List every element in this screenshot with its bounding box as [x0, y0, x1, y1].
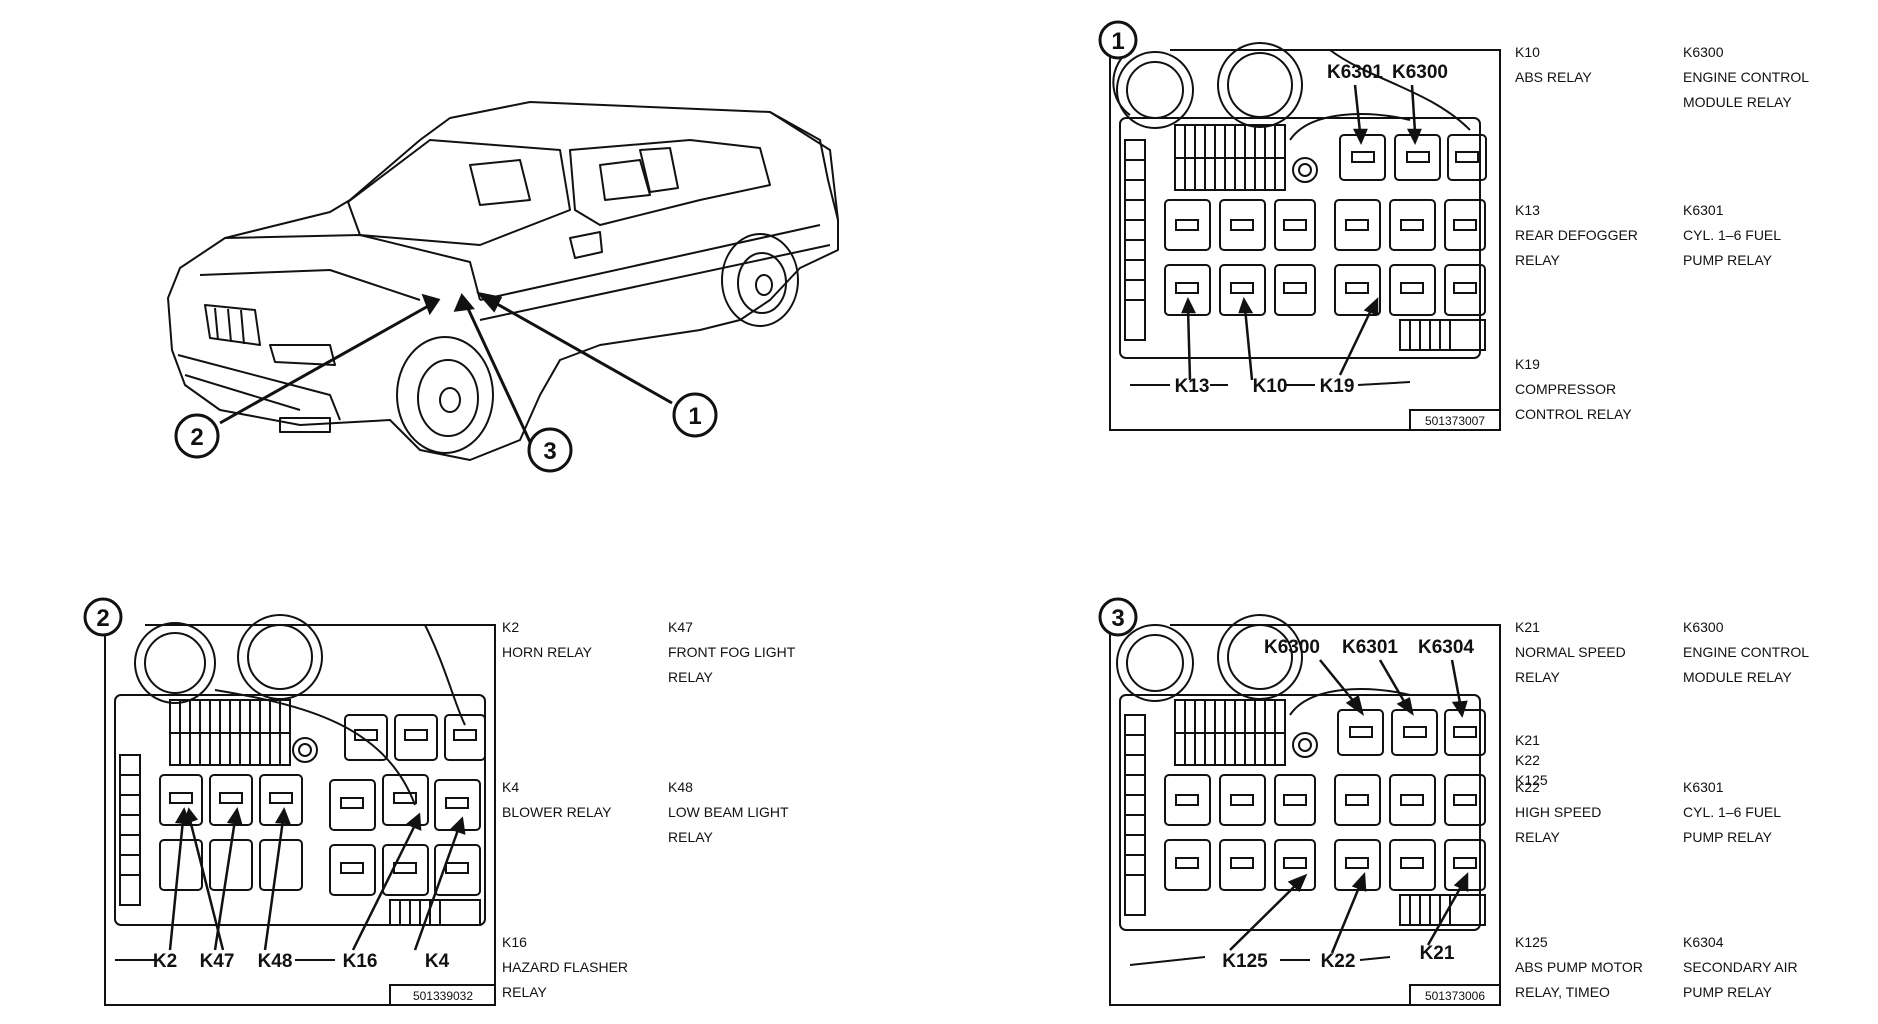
- panel-3: 3 K6300 K6301 K6304 K125 K22 K21 5013730…: [1098, 597, 1501, 1006]
- legend-desc: ABS RELAY: [1515, 69, 1592, 85]
- legend-key: K19: [1515, 356, 1540, 372]
- legend-desc: CYL. 1–6 FUEL PUMP RELAY: [1683, 227, 1782, 268]
- panel-2-label-k2: K2: [153, 951, 177, 972]
- legend-key: K6304: [1683, 934, 1724, 950]
- legend-key: K13: [1515, 202, 1540, 218]
- panel-3-legend-k125: K125 ABS PUMP MOTOR RELAY, TIMEO: [1515, 930, 1680, 1005]
- panel-3-label-k6301: K6301: [1342, 637, 1398, 658]
- panel-2-label-k48: K48: [258, 951, 293, 972]
- legend-key: K6301: [1683, 202, 1724, 218]
- legend-desc: SECONDARY AIR PUMP RELAY: [1683, 959, 1798, 1000]
- legend-desc: ENGINE CONTROL MODULE RELAY: [1683, 69, 1810, 110]
- panel-1-legend-k6300: K6300 ENGINE CONTROL MODULE RELAY: [1683, 40, 1873, 115]
- car-callout-2: 2: [174, 413, 220, 459]
- panel-1-legend-k6301: K6301 CYL. 1–6 FUEL PUMP RELAY: [1683, 198, 1873, 273]
- panel-1: 1 K6301 K6300 K13 K10 K19 501373007: [1098, 20, 1501, 431]
- panel-2-legend-k47: K47 FRONT FOG LIGHT RELAY: [668, 615, 858, 690]
- leader-1-arrowhead: [475, 291, 503, 313]
- panel-2-callout: 2: [96, 605, 109, 632]
- legend-desc: COMPRESSOR CONTROL RELAY: [1515, 381, 1632, 422]
- panel-2-legend-k2: K2 HORN RELAY: [502, 615, 662, 665]
- panel-1-code: 501373007: [1425, 414, 1485, 428]
- legend-key: K16: [502, 934, 527, 950]
- panel-2-label-k4: K4: [425, 951, 450, 972]
- legend-desc: ENGINE CONTROL MODULE RELAY: [1683, 644, 1810, 685]
- panel-3-label-k21: K21: [1420, 943, 1455, 964]
- legend-key: K125: [1515, 934, 1548, 950]
- panel-2: 2 K2 K47 K48 K16 K4 501339032: [83, 597, 496, 1006]
- legend-desc: FRONT FOG LIGHT RELAY: [668, 644, 796, 685]
- legend-desc: REAR DEFOGGER RELAY: [1515, 227, 1638, 268]
- panel-1-label-k6300: K6300: [1392, 62, 1448, 83]
- legend-key: K48: [668, 779, 693, 795]
- panel-2-code: 501339032: [413, 989, 473, 1003]
- legend-desc: CYL. 1–6 FUEL PUMP RELAY: [1683, 804, 1782, 845]
- panel-3-legend-k22: K22 HIGH SPEED RELAY: [1515, 775, 1680, 850]
- legend-key: K2: [502, 619, 520, 635]
- legend-desc: NORMAL SPEED RELAY: [1515, 644, 1626, 685]
- panel-1-label-k6301: K6301: [1327, 62, 1383, 83]
- panel-1-label-k19: K19: [1320, 376, 1355, 397]
- legend-desc: LOW BEAM LIGHT RELAY: [668, 804, 789, 845]
- car-callout-3: 3: [527, 427, 573, 473]
- legend-key-group: K21 K22 K125: [1515, 732, 1548, 788]
- car-illustration: [167, 101, 839, 461]
- panel-1-label-k13: K13: [1175, 376, 1210, 397]
- fins-left: [1124, 139, 1146, 341]
- panel-2-legend-k48: K48 LOW BEAM LIGHT RELAY: [668, 775, 858, 850]
- panel-3-callout: 3: [1111, 605, 1124, 632]
- panel-2-legend-k4: K4 BLOWER RELAY: [502, 775, 662, 825]
- panel-3-legend-group: K21 K22 K125: [1515, 710, 1675, 810]
- legend-desc: BLOWER RELAY: [502, 804, 612, 820]
- callout-2-label: 2: [190, 424, 203, 451]
- legend-desc: HAZARD FLASHER RELAY: [502, 959, 629, 1000]
- panel-2-label-k16: K16: [343, 951, 378, 972]
- legend-key: K6300: [1683, 44, 1724, 60]
- legend-key: K6301: [1683, 779, 1724, 795]
- car-leader-lines: [219, 291, 673, 443]
- legend-key: K10: [1515, 44, 1540, 60]
- panel-1-callout: 1: [1111, 28, 1124, 55]
- legend-key: K4: [502, 779, 520, 795]
- leader-2: [219, 303, 431, 425]
- car-callout-1: 1: [672, 392, 718, 438]
- legend-desc: HIGH SPEED RELAY: [1515, 804, 1602, 845]
- panel-3-legend-k21: K21 NORMAL SPEED RELAY: [1515, 615, 1680, 690]
- panel-3-legend-k6304: K6304 SECONDARY AIR PUMP RELAY: [1683, 930, 1873, 1005]
- panel-3-label-k6300: K6300: [1264, 637, 1320, 658]
- leader-1: [489, 298, 673, 405]
- leader-3-arrowhead: [453, 293, 475, 312]
- panel-2-legend-k16: K16 HAZARD FLASHER RELAY: [502, 930, 672, 1005]
- panel-3-legend-k6300: K6300 ENGINE CONTROL MODULE RELAY: [1683, 615, 1873, 690]
- callout-3-label: 3: [543, 438, 556, 465]
- callout-1-label: 1: [688, 403, 701, 430]
- legend-desc: HORN RELAY: [502, 644, 592, 660]
- panel-2-label-k47: K47: [200, 951, 235, 972]
- leader-2-arrowhead: [421, 293, 441, 316]
- panel-1-legend-k10: K10 ABS RELAY: [1515, 40, 1675, 90]
- legend-key: K22: [1515, 779, 1540, 795]
- panel-1-label-k10: K10: [1253, 376, 1288, 397]
- legend-key: K6300: [1683, 619, 1724, 635]
- panel-1-legend-k13: K13 REAR DEFOGGER RELAY: [1515, 198, 1680, 273]
- panel-3-label-k125: K125: [1222, 951, 1268, 972]
- panel-3-legend-k6301: K6301 CYL. 1–6 FUEL PUMP RELAY: [1683, 775, 1873, 850]
- panel-3-code: 501373006: [1425, 989, 1485, 1003]
- leader-3: [463, 301, 532, 443]
- legend-key: K21: [1515, 619, 1540, 635]
- panel-3-label-k22: K22: [1321, 951, 1356, 972]
- panel-1-legend-k19: K19 COMPRESSOR CONTROL RELAY: [1515, 352, 1680, 427]
- panel-3-label-k6304: K6304: [1418, 637, 1474, 658]
- legend-key: K47: [668, 619, 693, 635]
- legend-desc: ABS PUMP MOTOR RELAY, TIMEO: [1515, 959, 1643, 1000]
